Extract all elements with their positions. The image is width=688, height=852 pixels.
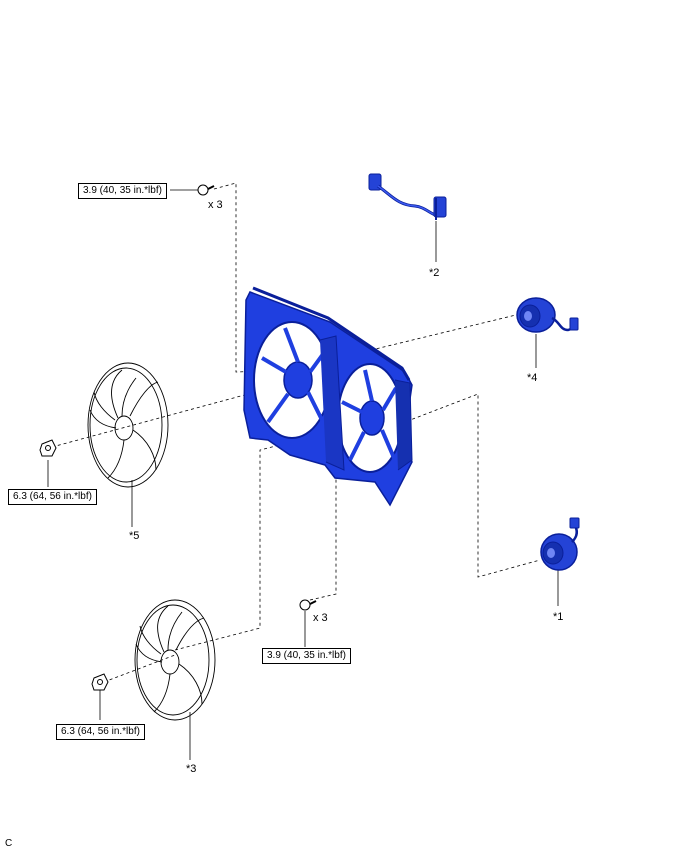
fan-motor-4 — [516, 297, 579, 333]
leader-lines — [47, 189, 559, 760]
callout-2: *2 — [429, 267, 440, 279]
fastener-fan3-nut — [91, 673, 109, 691]
callout-3: *3 — [186, 763, 197, 775]
fastener-fan5-nut — [39, 439, 57, 457]
fan-blade-5 — [87, 362, 169, 488]
fastener-lower-bolt — [299, 599, 317, 611]
callout-4: *4 — [527, 372, 538, 384]
torque-spec-fan5-nut: 6.3 (64, 56 in.*lbf) — [8, 489, 97, 505]
quantity-lower-bolt: x 3 — [313, 612, 328, 624]
torque-spec-lower-bolt: 3.9 (40, 35 in.*lbf) — [262, 648, 351, 664]
corner-mark: C — [5, 838, 13, 849]
wire-harness — [368, 173, 447, 220]
quantity-top-bolt: x 3 — [208, 199, 223, 211]
fan-shroud — [243, 286, 413, 507]
fan-blade-3 — [134, 599, 216, 721]
fastener-top-bolt — [197, 184, 215, 196]
fan-motor-1 — [540, 517, 580, 571]
torque-spec-top-bolt: 3.9 (40, 35 in.*lbf) — [78, 183, 167, 199]
torque-spec-fan3-nut: 6.3 (64, 56 in.*lbf) — [56, 724, 145, 740]
callout-5: *5 — [129, 530, 140, 542]
callout-1: *1 — [553, 611, 564, 623]
